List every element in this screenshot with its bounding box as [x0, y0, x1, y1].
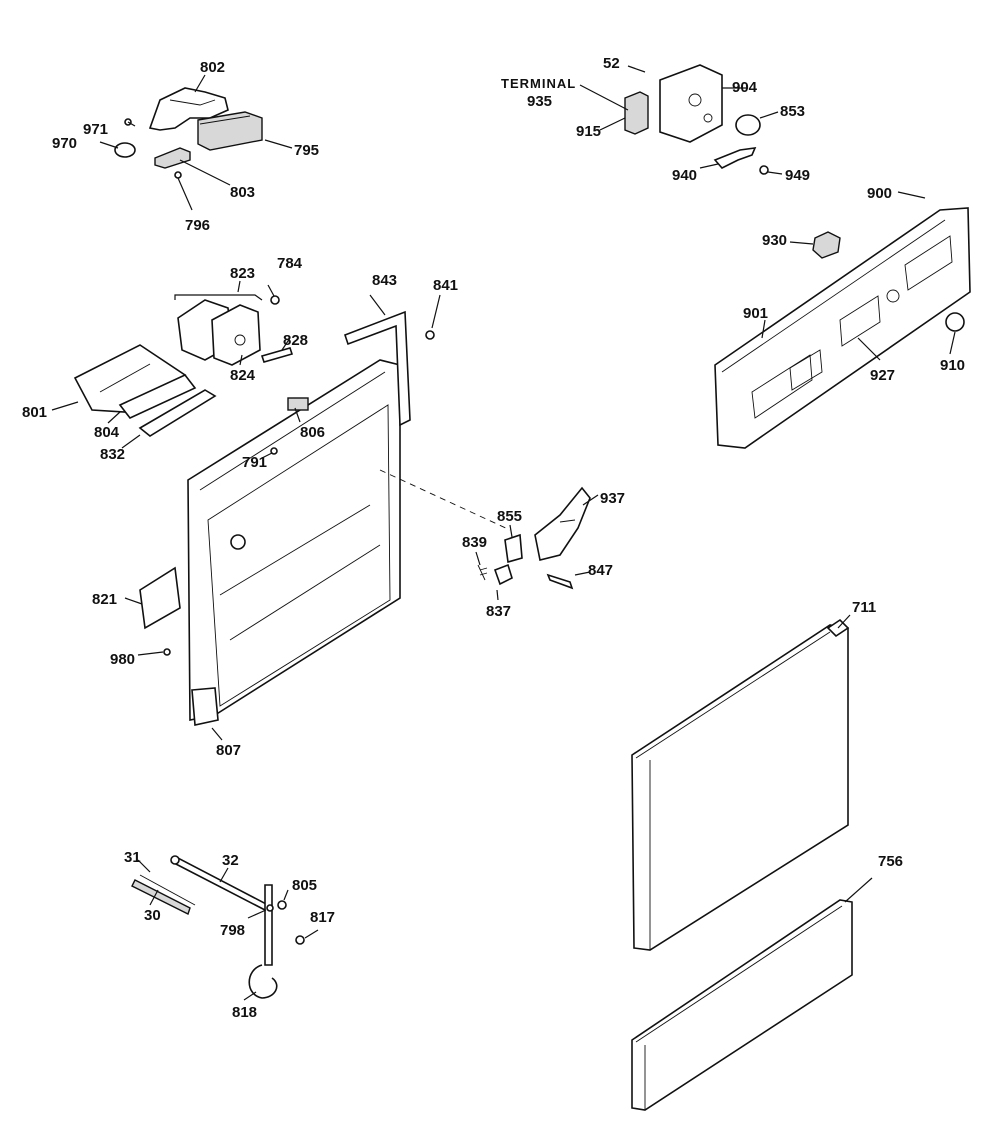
label-32: 32: [222, 852, 239, 869]
label-935: 935: [527, 93, 552, 110]
label-806: 806: [300, 424, 325, 441]
label-823: 823: [230, 265, 255, 282]
label-930: 930: [762, 232, 787, 249]
label-52: 52: [603, 55, 620, 72]
label-971: 971: [83, 121, 108, 138]
label-970: 970: [52, 135, 77, 152]
label-756: 756: [878, 853, 903, 870]
label-801: 801: [22, 404, 47, 421]
label-711: 711: [852, 599, 876, 616]
label-837: 837: [486, 603, 511, 620]
label-937: 937: [600, 490, 625, 507]
hinge-spring-group: [131, 855, 319, 1001]
label-818: 818: [232, 1004, 257, 1021]
label-915: 915: [576, 123, 601, 140]
label-980: 980: [110, 651, 135, 668]
label-900: 900: [867, 185, 892, 202]
label-30: 30: [144, 907, 161, 924]
label-832: 832: [100, 446, 125, 463]
label-853: 853: [780, 103, 805, 120]
label-784: 784: [277, 255, 303, 272]
label-803: 803: [230, 184, 255, 201]
label-927: 927: [870, 367, 895, 384]
latch-assembly: [99, 74, 293, 211]
label-949: 949: [785, 167, 810, 184]
label-804: 804: [94, 424, 120, 441]
label-805: 805: [292, 877, 317, 894]
label-821: 821: [92, 591, 117, 608]
label-910: 910: [940, 357, 965, 374]
part-labels: 802 971 970 795 803 796 52 TERMINAL 935 …: [22, 55, 965, 1021]
label-817: 817: [310, 909, 335, 926]
label-901: 901: [743, 305, 768, 322]
label-839: 839: [462, 534, 487, 551]
label-31: 31: [124, 849, 141, 866]
label-940: 940: [672, 167, 697, 184]
label-828: 828: [283, 332, 308, 349]
label-796: 796: [185, 217, 210, 234]
label-824: 824: [230, 367, 256, 384]
label-855: 855: [497, 508, 522, 525]
label-802: 802: [200, 59, 225, 76]
label-841: 841: [433, 277, 458, 294]
latch-mechanism: [475, 486, 599, 601]
inner-door: [124, 284, 511, 741]
dispenser-group: [51, 280, 294, 449]
label-847: 847: [588, 562, 613, 579]
label-807: 807: [216, 742, 241, 759]
kick-panel: [631, 877, 873, 1111]
label-791: 791: [242, 454, 267, 471]
outer-door-panel: [631, 614, 851, 951]
label-795: 795: [294, 142, 319, 159]
control-panel: [714, 191, 971, 449]
timer-assembly: [579, 64, 783, 175]
label-904: 904: [732, 79, 758, 96]
label-798: 798: [220, 922, 245, 939]
label-843: 843: [372, 272, 397, 289]
label-terminal: TERMINAL: [501, 76, 576, 91]
